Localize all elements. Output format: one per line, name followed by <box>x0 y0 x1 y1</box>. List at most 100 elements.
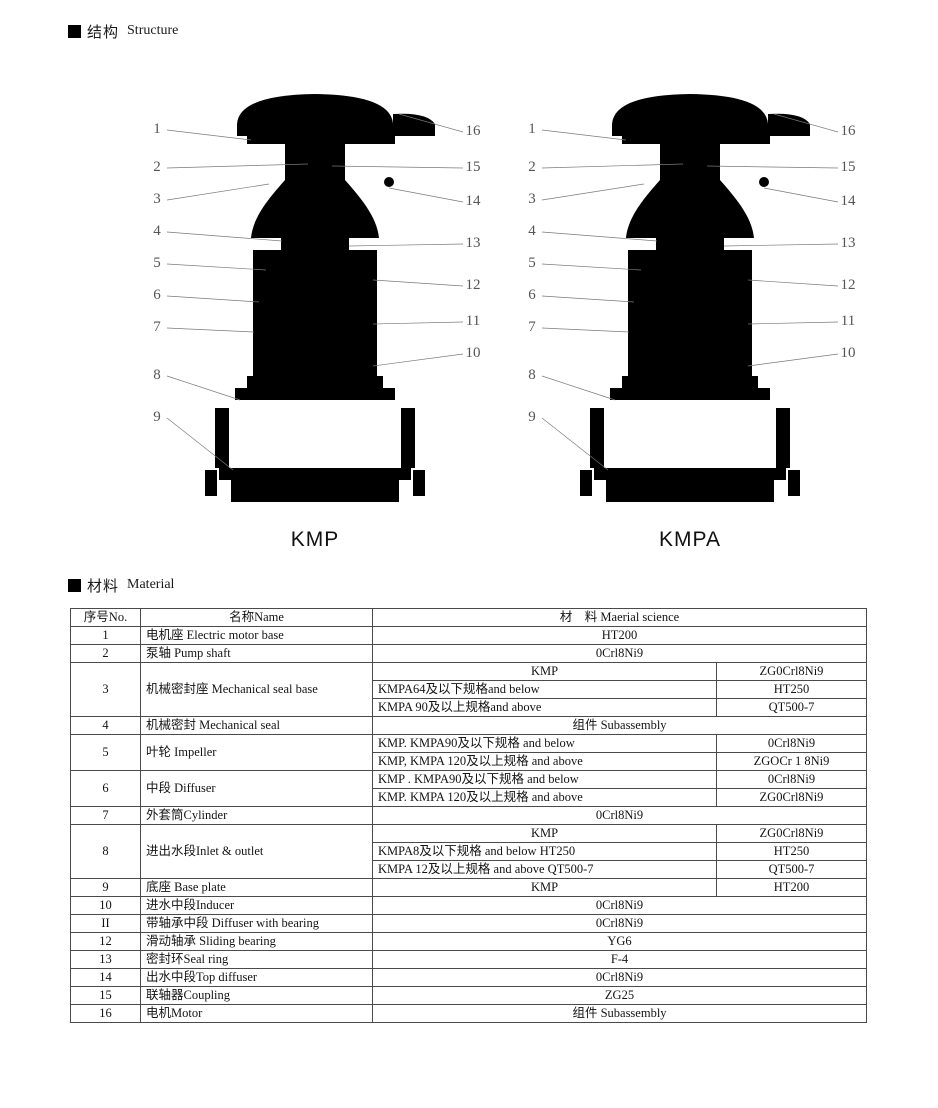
row-name: 中段 Diffuser <box>140 770 373 807</box>
callout-number: 9 <box>528 409 536 425</box>
header-name: 名称Name <box>140 608 373 627</box>
callout-number: 10 <box>841 345 856 361</box>
callout-leader-line <box>372 279 464 287</box>
row-condition: KMP. KMPA90及以下规格 and below <box>372 734 717 753</box>
material-heading-cn: 材料 <box>87 578 120 595</box>
row-name: 滑动轴承 Sliding bearing <box>140 932 373 951</box>
callout-leader-line <box>166 375 241 401</box>
row-number: II <box>70 914 141 933</box>
callout-leader-line <box>747 279 839 287</box>
row-condition: KMP <box>372 878 717 897</box>
row-number: 12 <box>70 932 141 951</box>
callout-number: 11 <box>466 313 480 329</box>
row-number: 8 <box>70 824 141 879</box>
callout-leader-line <box>541 327 630 333</box>
callout-leader-line <box>723 243 839 247</box>
callout-leader-line <box>166 163 309 169</box>
row-material: ZG25 <box>372 986 867 1005</box>
row-condition: KMP. KMPA 120及以上规格 and above <box>372 788 717 807</box>
row-condition: KMP <box>372 824 717 843</box>
row-material: HT200 <box>716 878 867 897</box>
row-condition: KMP . KMPA90及以下规格 and below <box>372 770 717 789</box>
row-material: 0Crl8Ni9 <box>372 806 867 825</box>
row-material: 0Crl8Ni9 <box>372 914 867 933</box>
callout-leader-line <box>773 113 839 133</box>
row-number: 14 <box>70 968 141 987</box>
header-material: 材 料 Maerial science <box>372 608 867 627</box>
row-condition: KMPA 90及以上规格and above <box>372 698 717 717</box>
callout-number: 13 <box>466 235 481 251</box>
row-name: 叶轮 Impeller <box>140 734 373 771</box>
row-number: 9 <box>70 878 141 897</box>
row-number: 15 <box>70 986 141 1005</box>
material-heading-en: Material <box>127 577 175 592</box>
callout-number: 10 <box>466 345 481 361</box>
callout-leader-line <box>541 375 616 401</box>
callout-leader-line <box>747 321 839 325</box>
callout-number: 6 <box>153 287 161 303</box>
callout-leader-line <box>541 263 642 271</box>
callout-number: 9 <box>153 409 161 425</box>
callout-leader-line <box>372 353 464 367</box>
row-name: 电机Motor <box>140 1004 373 1023</box>
callout-number: 5 <box>528 255 536 271</box>
callout-number: 4 <box>528 223 536 239</box>
row-material: 0Crl8Ni9 <box>372 896 867 915</box>
callout-leader-line <box>166 231 283 242</box>
callout-number: 4 <box>153 223 161 239</box>
row-name: 进出水段Inlet & outlet <box>140 824 373 879</box>
row-number: 5 <box>70 734 141 771</box>
callout-number: 1 <box>153 121 161 137</box>
callout-number: 13 <box>841 235 856 251</box>
row-number: 16 <box>70 1004 141 1023</box>
callout-leader-line <box>166 327 255 333</box>
kmpa-label: KMPA <box>659 528 721 551</box>
callout-number: 8 <box>153 367 161 383</box>
row-name: 机械密封座 Mechanical seal base <box>140 662 373 717</box>
callout-leader-line <box>166 417 234 471</box>
diagram-labels: KMP KMPA <box>135 528 938 552</box>
row-name: 底座 Base plate <box>140 878 373 897</box>
callout-leader-line <box>166 263 267 271</box>
row-material: ZGOCr 1 8Ni9 <box>716 752 867 771</box>
row-name: 密封环Seal ring <box>140 950 373 969</box>
table-header-row: 序号No. 名称Name 材 料 Maerial science <box>70 608 867 627</box>
callout-number: 6 <box>528 287 536 303</box>
material-heading: 材料 Material <box>68 576 938 595</box>
row-number: 1 <box>70 626 141 645</box>
callout-leader-line <box>541 129 627 141</box>
callout-leader-line <box>541 183 645 201</box>
callout-leader-line <box>331 165 464 169</box>
row-condition: KMPA64及以下规格and below <box>372 680 717 699</box>
black-square-icon <box>68 24 81 38</box>
row-name: 带轴承中段 Diffuser with bearing <box>140 914 373 933</box>
callout-number: 12 <box>466 277 481 293</box>
row-material: YG6 <box>372 932 867 951</box>
callout-number: 7 <box>153 319 161 335</box>
callout-number: 16 <box>841 123 857 139</box>
callout-leader-line <box>541 163 684 169</box>
row-material: HT250 <box>716 842 867 861</box>
callout-number: 11 <box>841 313 855 329</box>
